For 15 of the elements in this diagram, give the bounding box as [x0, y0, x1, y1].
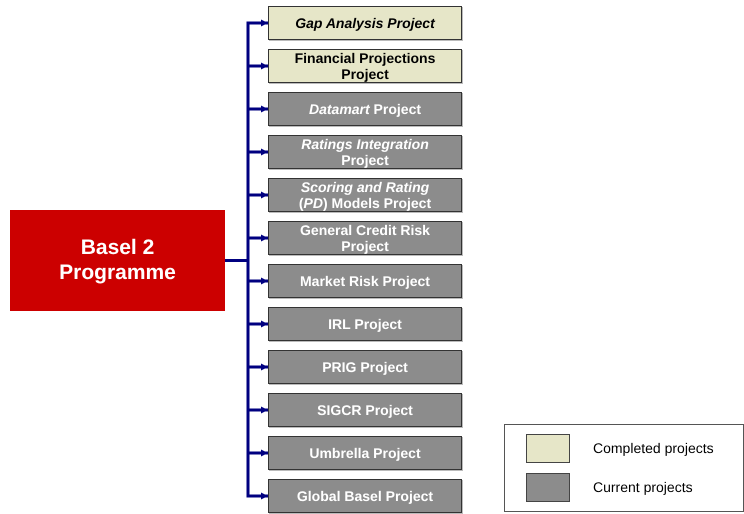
project-box: Umbrella Project [268, 436, 462, 470]
legend-label: Completed projects [593, 439, 714, 458]
project-box: Financial Projections Project [268, 49, 462, 83]
legend-label: Current projects [593, 478, 693, 497]
project-box: IRL Project [268, 307, 462, 341]
project-box: Ratings Integration Project [268, 135, 462, 169]
project-box: Scoring and Rating (PD) Models Project [268, 178, 462, 212]
project-box: SIGCR Project [268, 393, 462, 427]
project-box: Global Basel Project [268, 479, 462, 513]
project-box: Gap Analysis Project [268, 6, 462, 40]
programme-box: Basel 2 Programme [10, 210, 225, 311]
project-box: Datamart Project [268, 92, 462, 126]
project-box: Market Risk Project [268, 264, 462, 298]
project-box: General Credit Risk Project [268, 221, 462, 255]
project-box: PRIG Project [268, 350, 462, 384]
